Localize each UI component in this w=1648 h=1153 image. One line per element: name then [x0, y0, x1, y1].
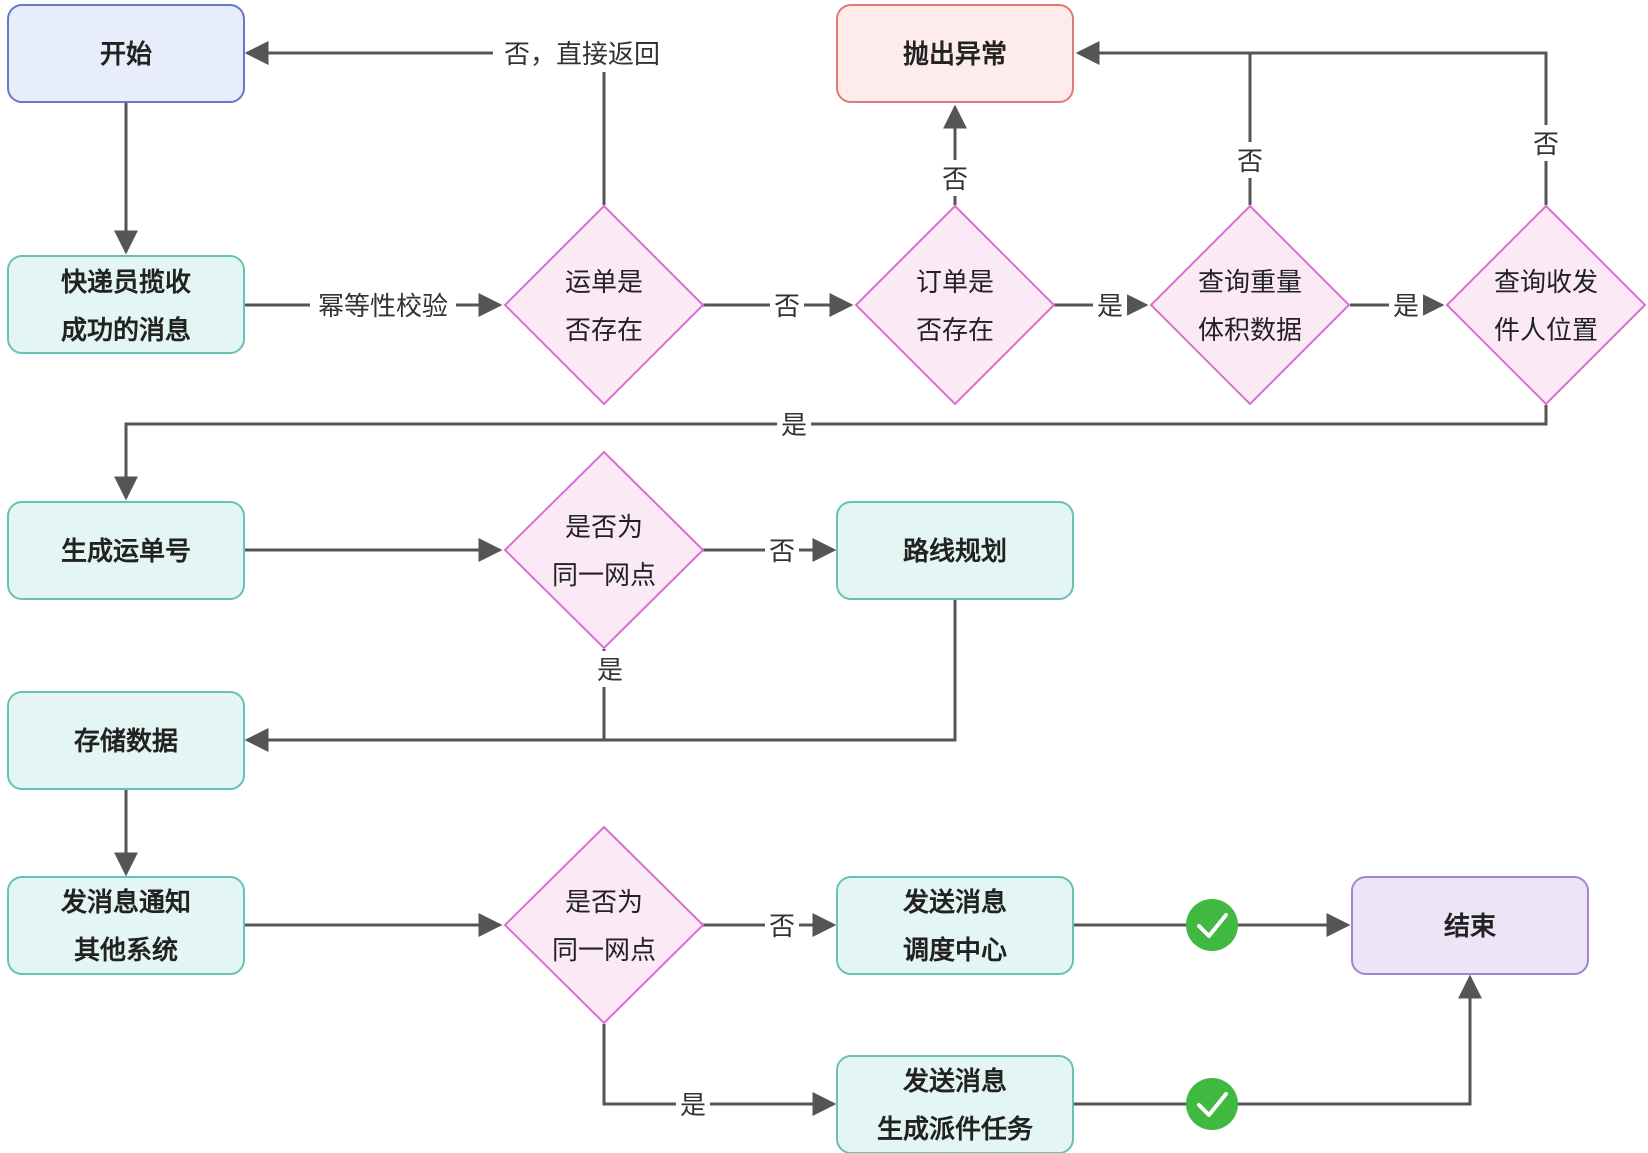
- node-send-dispatch[interactable]: 发送消息 调度中心: [836, 876, 1074, 975]
- decision-order-exists-line1: 订单是: [916, 268, 994, 298]
- decision-query-weight[interactable]: 查询重量 体积数据: [1149, 204, 1351, 406]
- edges: [114, 41, 1548, 1116]
- node-store-data[interactable]: 存储数据: [7, 691, 245, 790]
- node-send-dispatch-line1: 发送消息: [902, 887, 1007, 918]
- node-throw-exception-label: 抛出异常: [903, 40, 1007, 70]
- node-end[interactable]: 结束: [1351, 876, 1589, 975]
- label-outlet1-no: 否: [769, 537, 795, 567]
- decision-same-outlet-1[interactable]: 是否为 同一网点: [503, 450, 705, 650]
- label-weight-no: 否: [1237, 147, 1263, 177]
- node-send-delivery[interactable]: 发送消息 生成派件任务: [836, 1055, 1074, 1153]
- node-send-delivery-line1: 发送消息: [902, 1066, 1007, 1097]
- label-order-yes: 是: [1097, 292, 1123, 322]
- label-outlet2-yes: 是: [680, 1091, 706, 1121]
- decision-query-location-line1: 查询收发: [1494, 268, 1598, 298]
- node-gen-waybill-no[interactable]: 生成运单号: [7, 501, 245, 600]
- decision-same-outlet-1-line2: 同一网点: [552, 561, 656, 591]
- edge-delivery-end: [1074, 974, 1482, 1106]
- node-send-dispatch-line2: 调度中心: [903, 935, 1007, 966]
- label-location-yes: 是: [781, 411, 807, 441]
- edge-location-exception: [1075, 41, 1548, 205]
- decision-waybill-exists-line1: 运单是: [565, 268, 643, 298]
- node-notify-systems-line1: 发消息通知: [60, 887, 191, 918]
- decision-query-weight-line1: 查询重量: [1198, 268, 1302, 298]
- node-receive-msg[interactable]: 快递员揽收 成功的消息: [7, 255, 245, 354]
- decision-order-exists[interactable]: 订单是 否存在: [854, 204, 1056, 406]
- edge-location-genwaybill: [114, 405, 1548, 501]
- label-outlet2-no: 否: [769, 912, 795, 942]
- edge-outlet2-delivery: [602, 1024, 837, 1116]
- decision-waybill-exists-line2: 否存在: [565, 316, 643, 346]
- check-circle-icon: [1186, 1078, 1238, 1130]
- check-circle-icon: [1186, 899, 1238, 951]
- label-outlet1-yes: 是: [597, 656, 623, 686]
- edge-waybill-start: [244, 41, 606, 205]
- node-throw-exception[interactable]: 抛出异常: [836, 4, 1074, 103]
- label-idempotent-check: 幂等性校验: [318, 292, 448, 322]
- node-store-data-label: 存储数据: [74, 726, 178, 757]
- node-notify-systems[interactable]: 发消息通知 其他系统: [7, 876, 245, 975]
- node-notify-systems-line2: 其他系统: [74, 935, 178, 966]
- node-receive-msg-line1: 快递员揽收: [61, 267, 191, 298]
- decision-same-outlet-2-line1: 是否为: [565, 888, 643, 918]
- edge-route-store: [244, 600, 957, 752]
- node-receive-msg-line2: 成功的消息: [61, 315, 191, 346]
- label-location-no: 否: [1533, 130, 1559, 160]
- decision-order-exists-line2: 否存在: [916, 316, 994, 346]
- decision-same-outlet-2-line2: 同一网点: [552, 936, 656, 966]
- decision-query-weight-line2: 体积数据: [1198, 316, 1302, 346]
- node-route-planning-label: 路线规划: [903, 536, 1007, 567]
- node-send-delivery-line2: 生成派件任务: [877, 1115, 1033, 1145]
- label-order-no: 否: [942, 165, 968, 195]
- decision-query-location[interactable]: 查询收发 件人位置: [1445, 204, 1647, 406]
- decision-query-location-line2: 件人位置: [1494, 316, 1598, 346]
- edge-labels: 否，直接返回 幂等性校验 否 否 是 否 是 否 是 否 是 否 是: [310, 34, 1563, 1122]
- node-route-planning[interactable]: 路线规划: [836, 501, 1074, 600]
- decision-waybill-exists[interactable]: 运单是 否存在: [503, 204, 705, 406]
- node-start-label: 开始: [100, 40, 152, 70]
- label-no-return: 否，直接返回: [504, 40, 660, 70]
- label-waybill-no: 否: [774, 292, 800, 322]
- node-start[interactable]: 开始: [7, 4, 245, 103]
- decision-same-outlet-1-line1: 是否为: [565, 513, 643, 543]
- node-end-label: 结束: [1444, 911, 1497, 942]
- label-weight-yes: 是: [1393, 292, 1419, 322]
- node-gen-waybill-no-label: 生成运单号: [61, 537, 191, 567]
- decision-same-outlet-2[interactable]: 是否为 同一网点: [503, 825, 705, 1025]
